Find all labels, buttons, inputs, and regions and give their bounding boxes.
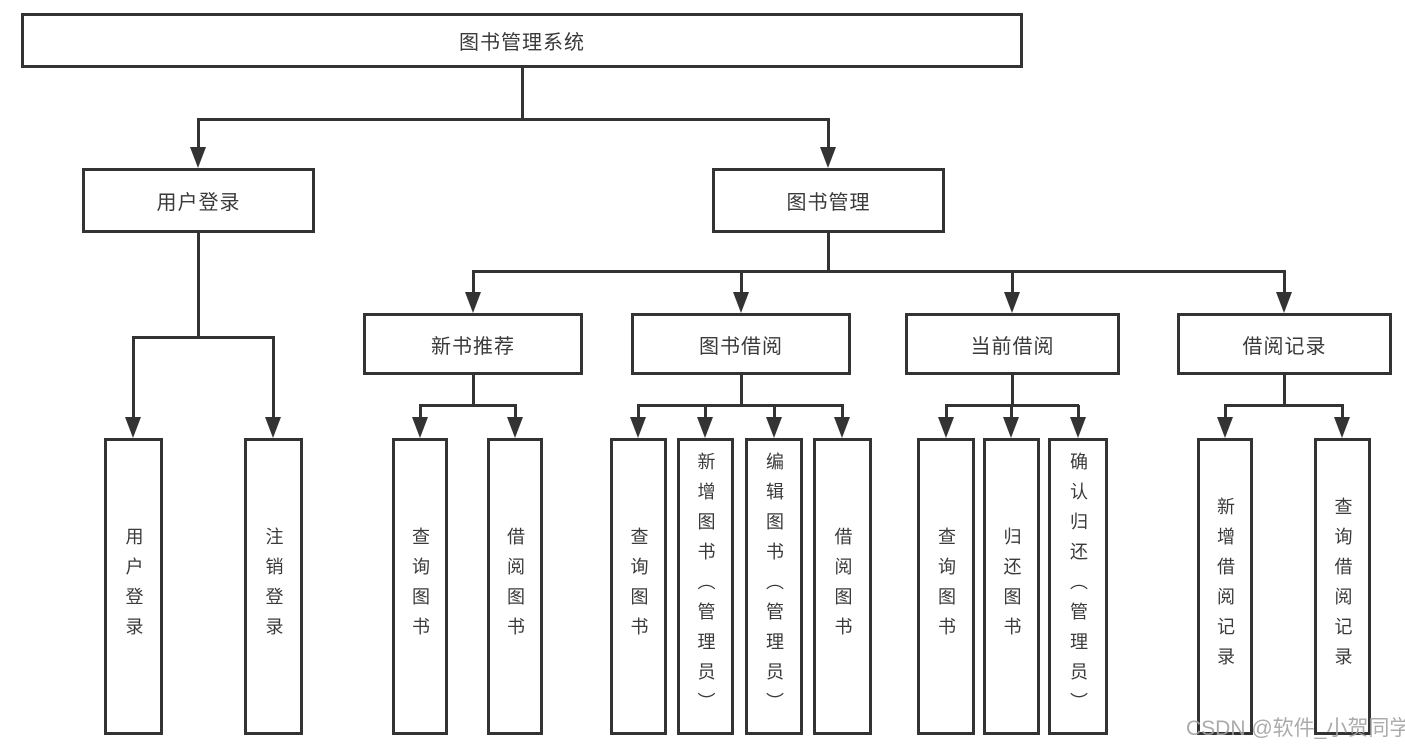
connector-book-management-stub [826,233,830,272]
node-label: 注销登录 [263,526,284,647]
arrow-down-icon [766,417,782,438]
csdn-watermark: CSDN @软件_小贺同学 [1186,717,1405,740]
connector-to-query-books-recommend [418,405,422,417]
arrow-down-icon [1217,417,1233,438]
connector-to-confirm-return-admin [1076,405,1080,417]
node-label: 借阅记录 [1242,335,1327,358]
node-query-borrow-record: 查询借阅记录 [1314,438,1371,735]
connector-book-borrowing-rail [636,404,844,407]
connector-book-borrowing-stub [739,374,743,406]
node-borrow-books-recommend: 借阅图书 [487,438,543,735]
connector-current-borrowing-stub [1010,374,1014,406]
arrow-down-icon [820,147,836,168]
node-add-borrow-record: 新增借阅记录 [1197,438,1253,735]
arrow-down-icon [412,417,428,438]
connector-to-user-login-action [131,337,135,417]
connector-to-user-login [196,119,200,147]
node-label: 图书管理系统 [459,32,585,54]
node-edit-books-admin: 编辑图书（管理员） [745,438,803,735]
connector-to-query-books-borrowing [636,405,640,417]
connector-level2-rail [196,118,830,121]
node-label: 查询图书 [410,526,430,647]
node-logout-action: 注销登录 [244,438,303,735]
connector-to-add-borrow-record [1223,405,1227,417]
node-query-books-borrowing: 查询图书 [610,438,667,735]
connector-new-book-recommend-rail [418,404,517,407]
arrow-down-icon [1276,292,1292,313]
connector-new-book-recommend-stub [471,374,475,406]
node-label: 查询图书 [936,526,956,647]
arrow-down-icon [1070,417,1086,438]
connector-to-new-book-recommend [471,271,475,292]
node-query-books-recommend: 查询图书 [392,438,448,735]
connector-to-current-borrowing [1010,271,1014,292]
node-label: 图书借阅 [699,335,783,358]
node-label: 新增借阅记录 [1215,496,1235,677]
node-book-management: 图书管理 [712,168,945,233]
node-label: 归还图书 [1001,526,1022,647]
node-borrowing-records: 借阅记录 [1177,313,1392,375]
node-add-books-admin: 新增图书（管理员） [677,438,734,735]
connector-to-query-borrow-record [1340,405,1344,417]
arrow-down-icon [834,417,850,438]
arrow-down-icon [1004,292,1020,313]
connector-to-borrowing-records [1282,271,1286,292]
node-borrow-books-borrowing: 借阅图书 [813,438,872,735]
node-label: 新增图书（管理员） [695,451,716,722]
node-user-login: 用户登录 [82,168,315,233]
node-label: 编辑图书（管理员） [764,451,784,722]
node-label: 借阅图书 [505,526,525,647]
node-label: 图书管理 [786,192,871,214]
node-label: 查询图书 [628,526,649,647]
connector-to-borrow-books-borrowing [840,405,844,417]
arrow-down-icon [697,417,713,438]
connector-level3-rail [471,270,1286,273]
node-library-management-system: 图书管理系统 [21,13,1023,68]
node-label: 用户登录 [123,526,144,647]
connector-to-book-borrowing [739,271,743,292]
node-confirm-return-admin: 确认归还（管理员） [1048,438,1108,735]
connector-user-login-rail [131,336,275,339]
arrow-down-icon [190,147,206,168]
node-label: 借阅图书 [832,526,853,647]
node-query-books-current: 查询图书 [917,438,975,735]
connector-root-stub [520,68,524,119]
connector-borrowing-records-rail [1223,404,1344,407]
node-user-login-action: 用户登录 [104,438,163,735]
arrow-down-icon [1334,417,1350,438]
node-book-borrowing: 图书借阅 [631,313,851,375]
node-current-borrowing: 当前借阅 [905,313,1120,375]
connector-to-query-books-current [944,405,948,417]
connector-borrowing-records-stub [1282,374,1286,406]
arrow-down-icon [1003,417,1019,438]
connector-to-edit-books-admin [772,405,776,417]
connector-to-add-books-admin [703,405,707,417]
connector-to-return-books [1009,405,1013,417]
connector-to-borrow-books-recommend [513,405,517,417]
node-return-books: 归还图书 [983,438,1040,735]
arrow-down-icon [938,417,954,438]
arrow-down-icon [630,417,646,438]
connector-to-book-management [826,119,830,147]
node-new-book-recommend: 新书推荐 [363,313,583,375]
node-label: 新书推荐 [431,335,515,358]
node-label: 用户登录 [156,192,241,214]
arrow-down-icon [125,417,141,438]
arrow-down-icon [465,292,481,313]
connector-to-logout-action [271,337,275,417]
node-label: 当前借阅 [970,335,1055,358]
arrow-down-icon [733,292,749,313]
connector-user-login-stub [196,232,200,338]
arrow-down-icon [265,417,281,438]
node-label: 查询借阅记录 [1332,496,1353,677]
arrow-down-icon [507,417,523,438]
node-label: 确认归还（管理员） [1068,451,1088,722]
